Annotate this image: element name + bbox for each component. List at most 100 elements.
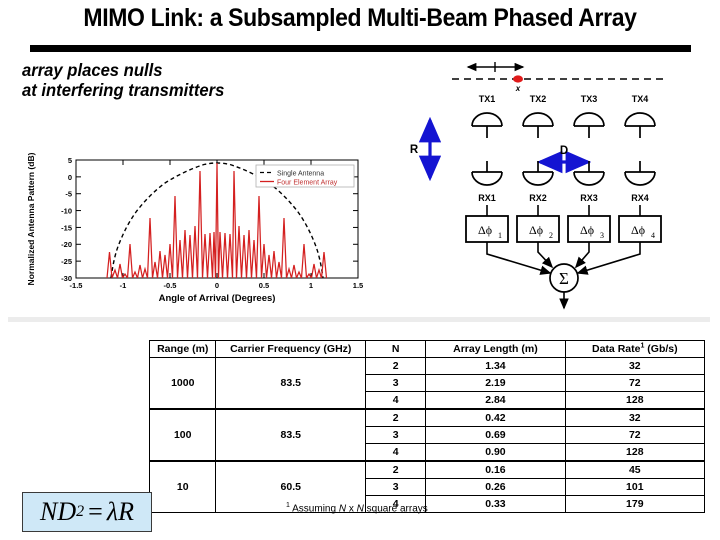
- cell-carrier-frequency: 60.5: [215, 460, 367, 513]
- phase-shifter-index-4: 4: [651, 231, 655, 240]
- chart-ytick: -20: [61, 240, 72, 249]
- formula-lhs: ND: [40, 497, 77, 526]
- rx-antenna-2: [522, 161, 554, 186]
- cell-n: 3: [365, 426, 427, 444]
- tx-label-2: TX2: [530, 94, 547, 104]
- phase-shifter-symbol-1: Δϕ: [478, 223, 492, 237]
- footnote-text-mid: x: [346, 503, 357, 515]
- tx-antenna-1: [471, 112, 503, 138]
- column-header-carrier-frequency: Carrier Frequency (GHz): [215, 340, 367, 358]
- cell-carrier-frequency: 83.5: [215, 408, 367, 462]
- data-rate-text: Data Rate: [592, 343, 641, 355]
- chart-ytick: 0: [68, 173, 72, 182]
- formula-rhs: λR: [106, 497, 134, 526]
- table-row: 10 60.5 2 0.16 45: [148, 460, 706, 513]
- footnote-text-before: Assuming: [289, 503, 339, 515]
- chart-legend-label-four-element-array: Four Element Array: [277, 179, 338, 186]
- tx-antenna-3: [573, 112, 605, 138]
- cell-array-length: 0.16: [425, 460, 566, 479]
- cell-array-length: 1.34: [425, 357, 566, 375]
- tx-antenna-2: [522, 112, 554, 138]
- cell-n: 3: [365, 478, 427, 496]
- chart-ytick: -5: [65, 190, 72, 199]
- phase-shifter-index-1: 1: [498, 231, 502, 240]
- chart-yaxis-label: Normalized Antenna Pattern (dB): [26, 152, 36, 285]
- cell-data-rate: 101: [564, 478, 706, 496]
- antenna-pattern-chart: 5 0 -5 -1 0 -15 -20 -25 -30: [18, 152, 373, 307]
- cell-array-length: 0.42: [425, 408, 566, 427]
- footnote-mark: 1: [286, 502, 290, 509]
- caption-line-2: at interfering transmitters: [22, 80, 225, 100]
- chart-xtick: -1.5: [70, 281, 83, 290]
- chart-xtick: 0.5: [259, 281, 269, 290]
- cell-range: 100: [148, 408, 217, 462]
- rx-label-1: RX1: [478, 193, 496, 203]
- footnote-var-2: N: [356, 503, 364, 515]
- section-divider: [8, 317, 710, 322]
- chart-legend: Single Antenna Four Element Array: [255, 164, 355, 188]
- phase-shifter-symbol-2: Δϕ: [529, 223, 543, 237]
- phase-shifter-index-2: 2: [549, 231, 553, 240]
- range-label-R: R: [410, 144, 419, 156]
- column-header-range: Range (m): [148, 340, 217, 358]
- chart-ytick: -15: [61, 223, 72, 232]
- table-header-row: Range (m) Carrier Frequency (GHz) N Arra…: [148, 340, 706, 358]
- chart-ytick: -25: [61, 257, 72, 266]
- tx-label-4: TX4: [632, 94, 649, 104]
- column-header-array-length: Array Length (m): [425, 340, 566, 358]
- table-row: 3 2.19 72: [150, 374, 706, 392]
- phase-shifter-symbol-4: Δϕ: [631, 223, 645, 237]
- footnote-var-1: N: [338, 503, 347, 515]
- column-header-n: N: [365, 340, 427, 358]
- cell-array-length: 2.19: [425, 374, 566, 392]
- link-budget-table: Range (m) Carrier Frequency (GHz) N Arra…: [148, 340, 706, 513]
- chart-ytick: 5: [68, 156, 72, 165]
- cell-array-length: 0.26: [425, 478, 566, 496]
- cell-n: 3: [365, 374, 427, 392]
- cell-array-length: 0.33: [425, 495, 566, 513]
- cell-n: 4: [365, 391, 427, 410]
- chart-xtick: 1.5: [353, 281, 363, 290]
- chart-xaxis-label: Angle of Arrival (Degrees): [159, 293, 276, 304]
- cell-array-length: 0.90: [425, 443, 566, 462]
- table-row: 3 0.69 72: [150, 426, 706, 444]
- interferer-label: x: [515, 84, 521, 93]
- title-underline-rule: [30, 45, 691, 52]
- rx-label-2: RX2: [529, 193, 547, 203]
- data-rate-footnote-mark: 1: [640, 342, 645, 350]
- chart-xtick: -1: [120, 281, 127, 290]
- tx-antenna-4: [624, 112, 656, 138]
- combiner-routing: [486, 242, 641, 275]
- summation-symbol: Σ: [559, 269, 569, 288]
- page-title: MIMO Link: a Subsampled Multi-Beam Phase…: [83, 4, 637, 32]
- cell-data-rate: 32: [564, 357, 706, 375]
- footnote-text-after: square arrays: [363, 503, 428, 515]
- chart-ytick: -30: [61, 274, 72, 283]
- table-row: 4 0.33 179: [150, 495, 706, 513]
- cell-n: 2: [365, 357, 427, 375]
- cell-range: 1000: [148, 357, 217, 410]
- caption-line-1: array places nulls: [22, 60, 163, 80]
- phase-shifter-index-3: 3: [600, 231, 604, 240]
- rx-antenna-3: [573, 161, 605, 186]
- phased-array-block-diagram: x TX1 TX2 TX3 TX4 R: [400, 58, 710, 313]
- cell-data-rate: 32: [564, 408, 706, 427]
- cell-data-rate: 128: [564, 391, 706, 410]
- tx-label-1: TX1: [479, 94, 496, 104]
- formula-equals: =: [88, 497, 103, 526]
- formula-exponent: 2: [76, 503, 85, 520]
- chart-xtick: 0: [215, 281, 219, 290]
- interferer-marker-dot: [513, 75, 523, 83]
- rx-label-4: RX4: [631, 193, 649, 203]
- spacing-label-D: D: [560, 145, 568, 157]
- link-budget-table-wrapper: Range (m) Carrier Frequency (GHz) N Arra…: [148, 340, 706, 513]
- cell-data-rate: 72: [564, 426, 706, 444]
- offset-measure-arrow: [466, 62, 525, 72]
- table-row: 3 0.26 101: [150, 478, 706, 496]
- rx-antenna-1: [471, 161, 503, 186]
- cell-carrier-frequency: 83.5: [215, 357, 367, 410]
- chart-xtick: -0.5: [164, 281, 177, 290]
- chart-series-four-element-array: [106, 162, 328, 278]
- chart-legend-label-single-antenna: Single Antenna: [277, 170, 324, 177]
